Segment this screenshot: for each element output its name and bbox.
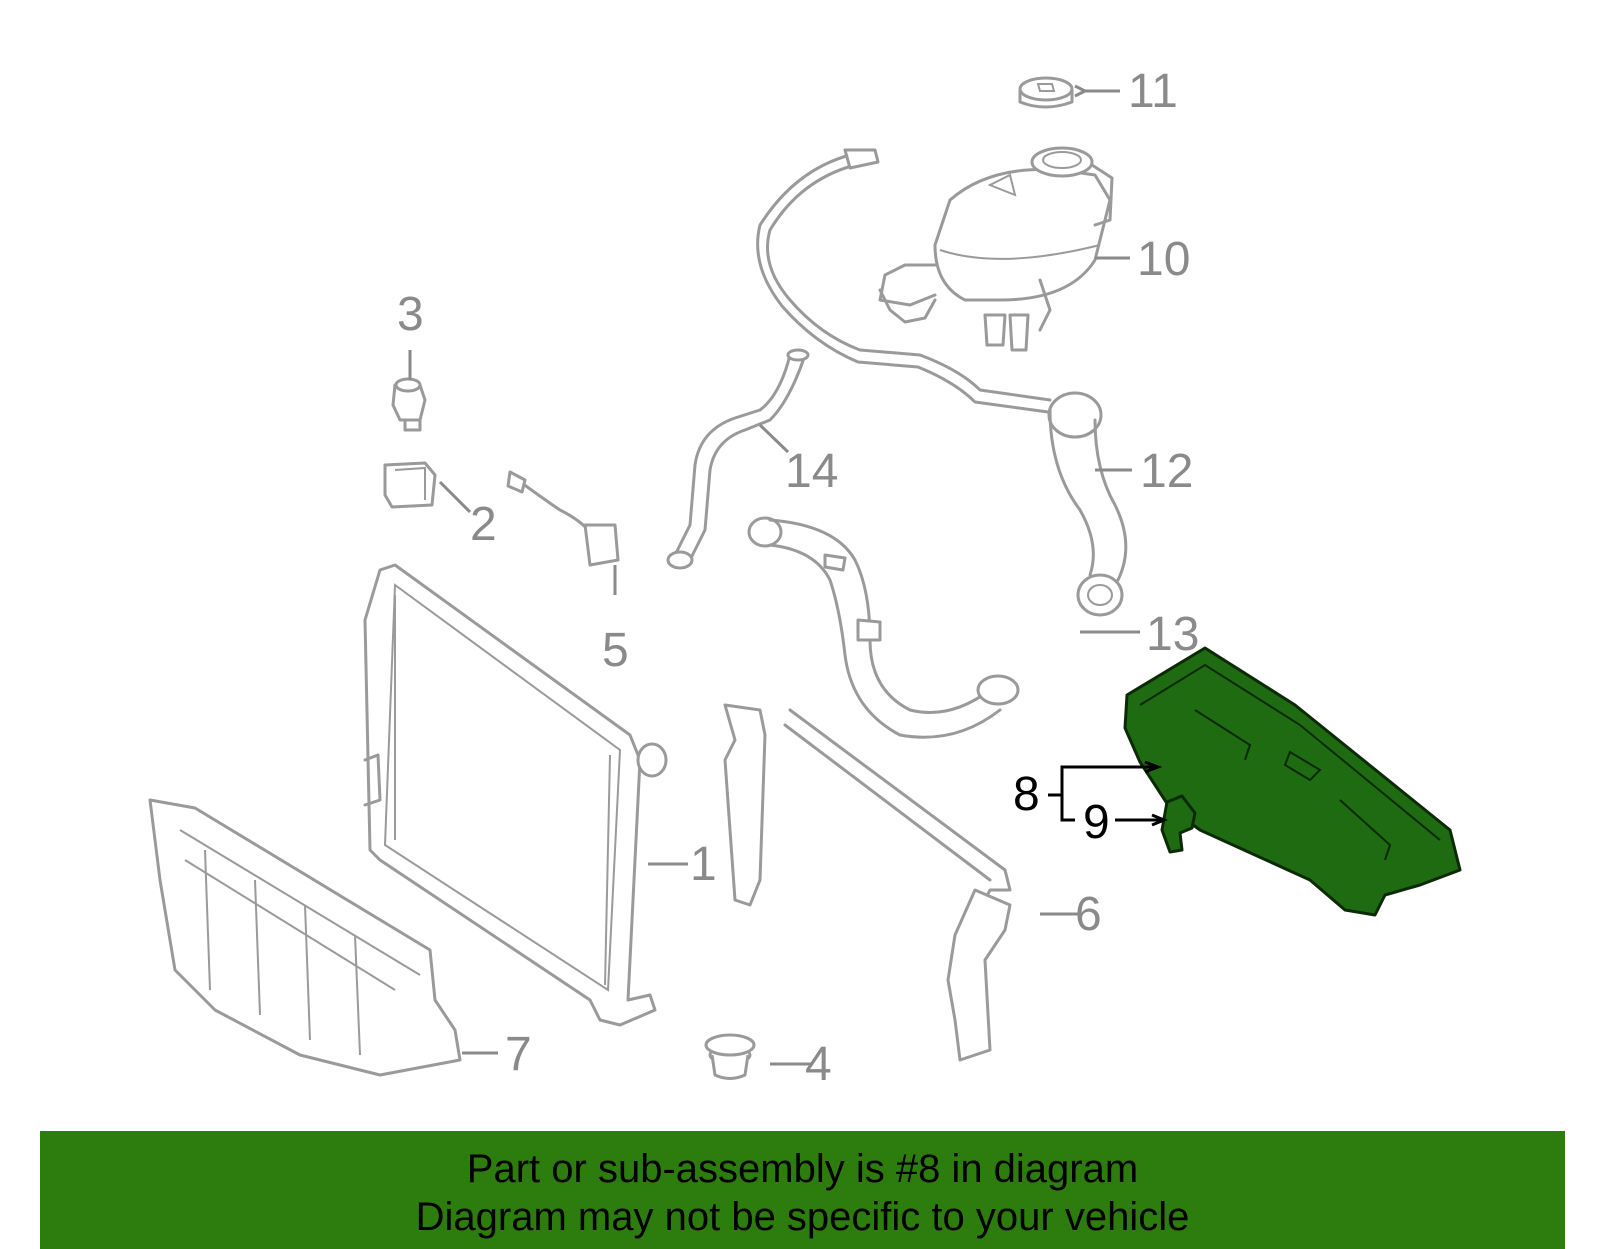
callout-10: 10 bbox=[1137, 233, 1190, 286]
highlight-leaders bbox=[1048, 760, 1168, 827]
part-2-bracket[interactable] bbox=[383, 461, 437, 509]
callout-7: 7 bbox=[505, 1028, 532, 1081]
part-14-hose[interactable] bbox=[666, 148, 1052, 570]
callout-1: 1 bbox=[690, 838, 717, 891]
callout-4: 4 bbox=[805, 1038, 832, 1091]
part-11-cap[interactable] bbox=[1018, 76, 1074, 109]
callout-8: 8 bbox=[1013, 768, 1040, 821]
callout-6: 6 bbox=[1075, 888, 1102, 941]
part-1-radiator[interactable] bbox=[363, 563, 668, 1027]
callout-numbers: 1 2 3 4 5 6 7 8 9 10 11 12 13 14 bbox=[397, 65, 1199, 1091]
part-9-bracket[interactable] bbox=[1160, 794, 1197, 854]
callout-9: 9 bbox=[1083, 796, 1110, 849]
part-7-air-guide[interactable] bbox=[148, 798, 462, 1077]
part-6-shroud[interactable] bbox=[723, 703, 1012, 1062]
callout-leaders bbox=[408, 84, 1140, 1066]
callout-13: 13 bbox=[1146, 608, 1199, 661]
part-12-hose[interactable] bbox=[1047, 391, 1128, 617]
callout-12: 12 bbox=[1140, 445, 1193, 498]
part-8-cowl-panel[interactable] bbox=[1123, 646, 1462, 917]
callout-14: 14 bbox=[785, 445, 838, 498]
callout-2: 2 bbox=[470, 498, 497, 551]
callout-11: 11 bbox=[1128, 65, 1178, 118]
callout-3: 3 bbox=[397, 288, 424, 341]
banner-line-1: Part or sub-assembly is #8 in diagram bbox=[466, 1147, 1139, 1191]
part-3-clip[interactable] bbox=[391, 377, 427, 432]
banner-line-2: Diagram may not be specific to your vehi… bbox=[415, 1195, 1190, 1239]
info-banner: Part or sub-assembly is #8 in diagram Di… bbox=[40, 1131, 1565, 1249]
part-13-hose[interactable] bbox=[747, 516, 1020, 739]
callout-5: 5 bbox=[602, 624, 629, 677]
part-10-expansion-tank[interactable] bbox=[878, 146, 1114, 352]
part-4-grommet[interactable] bbox=[704, 1033, 756, 1080]
part-5-sensor[interactable] bbox=[506, 470, 620, 567]
